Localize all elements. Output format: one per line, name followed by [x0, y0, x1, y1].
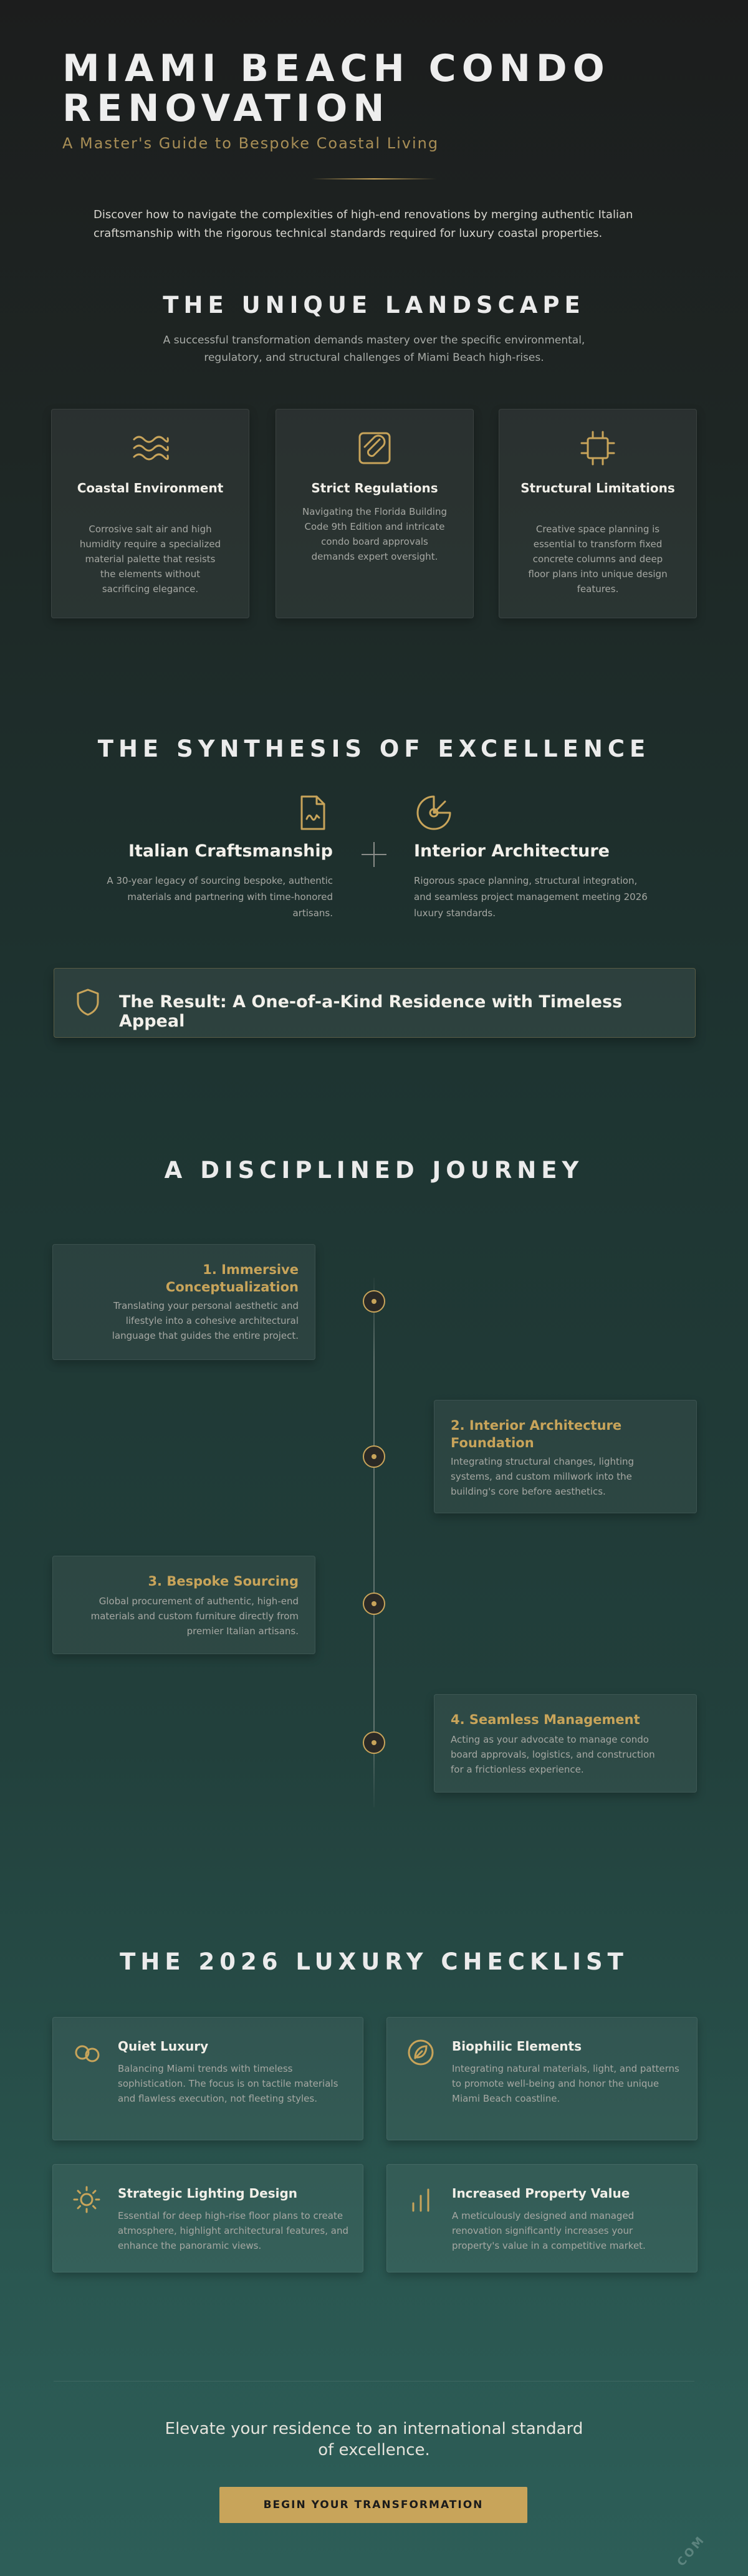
timeline-dot	[363, 1290, 385, 1313]
step-text: Translating your personal aesthetic and …	[112, 1300, 299, 1341]
step-title: 3. Bespoke Sourcing	[148, 1574, 299, 1589]
timeline-line	[373, 1278, 375, 1808]
pie-chart-icon	[414, 793, 454, 833]
cta-text: Elevate your residence to an internation…	[165, 2420, 583, 2459]
checklist-card-property-value: Increased Property Value A meticulously …	[386, 2164, 698, 2272]
sun-icon	[72, 2185, 102, 2214]
signed-document-icon	[293, 793, 333, 833]
step-text: Global procurement of authentic, high-en…	[90, 1596, 299, 1637]
timeline-dot	[363, 1592, 385, 1615]
crop-frame-icon	[578, 428, 618, 468]
title-divider	[312, 178, 436, 180]
timeline-step-3: 3. Bespoke Sourcing Global procurement o…	[52, 1556, 315, 1654]
card-title: Strict Regulations	[311, 481, 438, 496]
architecture-text: Rigorous space planning, structural inte…	[414, 875, 648, 919]
step-title: 1. Immersive Conceptualization	[165, 1262, 299, 1295]
card-text: Corrosive salt air and high humidity req…	[79, 524, 221, 595]
checklist-text: Essential for deep high-rise floor plans…	[118, 2210, 348, 2251]
checklist-text: Integrating natural materials, light, an…	[452, 2063, 679, 2104]
craftsmanship-title: Italian Craftsmanship	[128, 841, 333, 861]
timeline-step-4: 4. Seamless Management Acting as your ad…	[434, 1694, 697, 1793]
watermark-text: COM	[674, 2532, 709, 2569]
landscape-heading: The Unique Landscape	[163, 292, 585, 318]
journey-heading: A Disciplined Journey	[164, 1157, 584, 1184]
architecture-title: Interior Architecture	[414, 841, 610, 861]
step-title: 4. Seamless Management	[451, 1712, 640, 1727]
checklist-text: A meticulously designed and managed reno…	[452, 2210, 646, 2251]
timeline-step-2: 2. Interior Architecture Foundation Inte…	[434, 1400, 697, 1513]
checklist-card-biophilic: Biophilic Elements Integrating natural m…	[386, 2017, 698, 2140]
checklist-text: Balancing Miami trends with timeless sop…	[118, 2063, 338, 2104]
bar-chart-icon	[406, 2185, 436, 2214]
result-banner: The Result: A One-of-a-Kind Residence wi…	[54, 968, 696, 1038]
landscape-subheading: A successful transformation demands mast…	[163, 334, 585, 364]
checklist-title: Increased Property Value	[452, 2186, 630, 2201]
card-text: Navigating the Florida Building Code 9th…	[302, 506, 448, 562]
card-text: Creative space planning is essential to …	[528, 524, 668, 595]
paperclip-document-icon	[355, 428, 395, 468]
result-text: The Result: A One-of-a-Kind Residence wi…	[119, 992, 623, 1031]
checklist-title: Strategic Lighting Design	[118, 2186, 298, 2201]
landscape-card-regulations: Strict Regulations Navigating the Florid…	[276, 409, 474, 618]
checklist-heading: The 2026 Luxury Checklist	[120, 1948, 628, 1975]
page-title: Miami Beach Condo Renovation	[62, 47, 610, 130]
checklist-card-quiet-luxury: Quiet Luxury Balancing Miami trends with…	[52, 2017, 363, 2140]
footer-divider	[54, 2381, 694, 2382]
shield-icon	[74, 987, 102, 1017]
card-title: Coastal Environment	[77, 481, 224, 496]
waves-icon	[130, 428, 170, 468]
intro-paragraph: Discover how to navigate the complexitie…	[94, 208, 633, 240]
checklist-card-lighting: Strategic Lighting Design Essential for …	[52, 2164, 363, 2272]
craftsmanship-text: A 30-year legacy of sourcing bespoke, au…	[107, 875, 333, 919]
leaf-circle-icon	[406, 2037, 436, 2067]
checklist-title: Quiet Luxury	[118, 2039, 209, 2054]
timeline-dot	[363, 1445, 385, 1468]
step-text: Integrating structural changes, lighting…	[451, 1456, 635, 1497]
plus-icon-vertical	[373, 842, 375, 867]
step-text: Acting as your advocate to manage condo …	[451, 1734, 655, 1775]
step-title: 2. Interior Architecture Foundation	[451, 1418, 622, 1450]
page-subtitle: A Master's Guide to Bespoke Coastal Livi…	[62, 135, 439, 152]
linked-circles-icon	[72, 2037, 102, 2067]
begin-transformation-button[interactable]: Begin Your Transformation	[219, 2487, 527, 2523]
landscape-card-structural: Structural Limitations Creative space pl…	[499, 409, 697, 618]
timeline-dot	[363, 1731, 385, 1754]
synthesis-heading: The Synthesis of Excellence	[97, 735, 651, 762]
checklist-title: Biophilic Elements	[452, 2039, 582, 2054]
timeline-step-1: 1. Immersive Conceptualization Translati…	[52, 1244, 315, 1360]
landscape-card-coastal: Coastal Environment Corrosive salt air a…	[51, 409, 249, 618]
card-title: Structural Limitations	[520, 481, 675, 496]
